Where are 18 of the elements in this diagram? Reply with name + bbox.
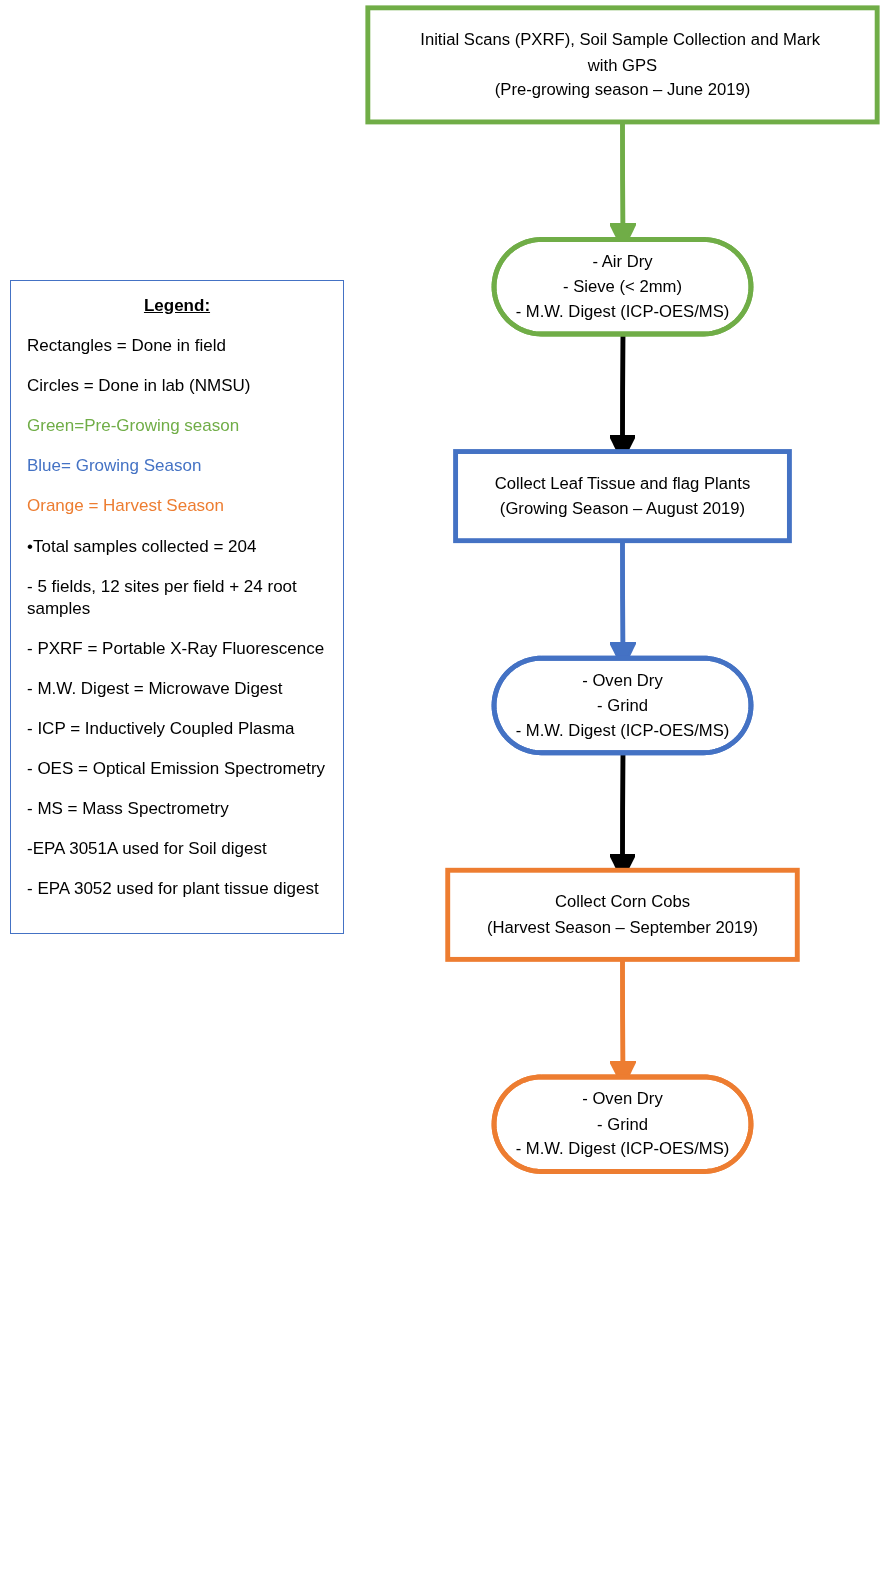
note-text: •Total samples collected = 204 — [27, 535, 258, 558]
note-text: - MS = Mass Spectrometry — [27, 798, 230, 821]
node-box: Collect Leaf Tissue and flag Plants (Growing Season – August 2019) — [453, 449, 792, 544]
legend-entry: Blue= Growing Season — [27, 455, 203, 478]
note-text: - PXRF = Portable X-Ray Fluorescence — [27, 637, 326, 660]
note-text: - OES = Optical Emission Spectrometry — [27, 758, 327, 781]
note-text: - ICP = Inductively Coupled Plasma — [27, 718, 296, 741]
node-box: Collect Corn Cobs (Harvest Season – September 2019) — [445, 867, 800, 962]
legend-entry: Orange = Harvest Season — [27, 495, 226, 518]
note-text: - EPA 3052 used for plant tissue digest — [27, 878, 320, 901]
note-text: -EPA 3051A used for Soil digest — [27, 838, 268, 861]
note-text: - 5 fields, 12 sites per field + 24 root samples — [27, 575, 298, 620]
node-box: Initial Scans (PXRF), Soil Sample Collection and Mark with GPS (Pre-growing season – June 2019) — [365, 5, 880, 125]
note-text: - M.W. Digest = Microwave Digest — [27, 677, 284, 700]
legend-heading: Legend: — [142, 295, 212, 317]
legend-entry: Green=Pre-Growing season — [27, 415, 241, 438]
legend-entry: Rectangles = Done in field — [27, 335, 227, 358]
legend-entry: Circles = Done in lab (NMSU) — [27, 375, 252, 398]
